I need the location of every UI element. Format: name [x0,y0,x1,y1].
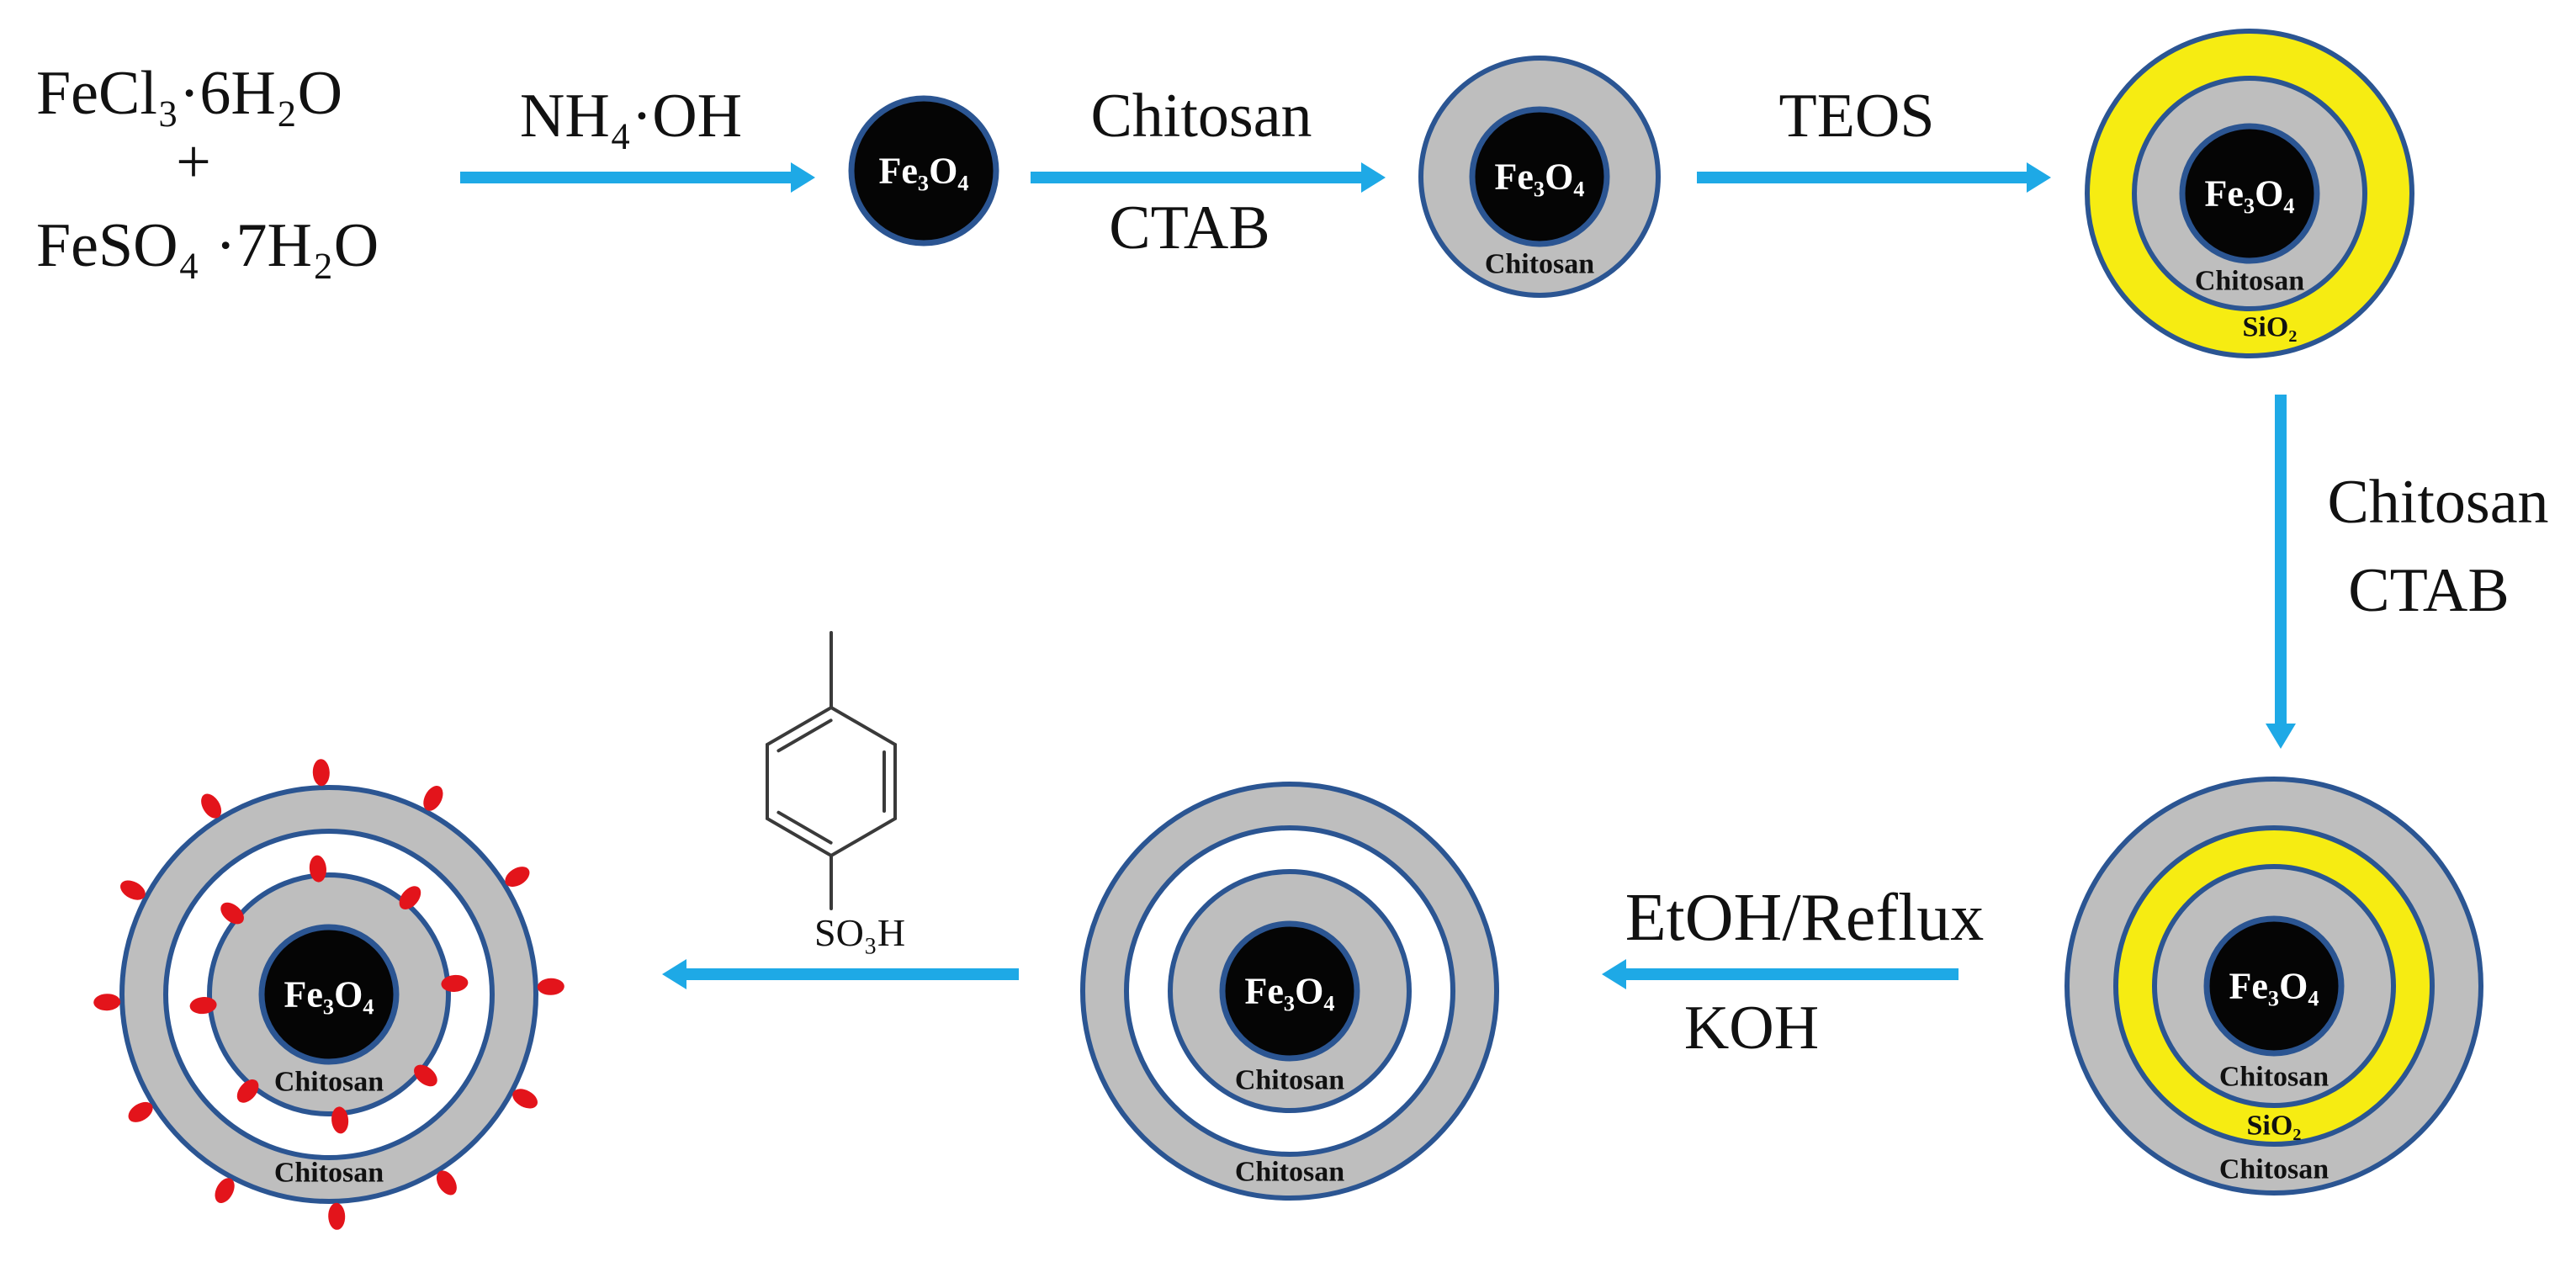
arrow-step-4: Chitosan CTAB [2266,395,2549,749]
particle-fe3o4-chitosan-silica-chitosan: Fe₃O₄ Chitosan SiO₂ Chitosan [2065,777,2483,1196]
fe3o4-core [258,924,400,1065]
arrow-head [791,162,815,193]
step-5-conditions-below: KOH [1684,994,1819,1063]
layer-label-outer-chitosan: Chitosan [2219,1154,2329,1185]
toluenesulfonic-acid-structure: SO₃H [766,631,905,954]
layer-label-outer-chitosan: Chitosan [1235,1157,1344,1188]
plus-sign: + [176,128,211,197]
outer-sulfonic-group-dot [215,1178,235,1203]
step-2-reagent-below: CTAB [1109,194,1269,262]
fe3o4-core [2203,915,2345,1057]
inner-sulfonic-group-dot [220,902,244,925]
core-label: Fe₃O₄ [1494,156,1584,198]
layer-label-chitosan: Chitosan [1485,249,1594,280]
particle-sulfonated: Fe₃O₄ Chitosan Chitosan [93,759,564,1230]
layer-label-silica: SiO₂ [2243,312,2298,343]
arrow-step-5: EtOH/Reflux KOH [1602,881,1984,1063]
double-bond [777,810,833,845]
inner-sulfonic-group-dot [441,974,469,992]
core-label: Fe₃O₄ [2204,173,2294,215]
outer-sulfonic-group-dot [201,793,222,819]
fe3o4-core [1469,106,1610,247]
arrow-step-1: NH₄·OH [460,82,815,193]
reactant-ferrous-sulfate: FeSO₄ ·7H₂O [36,211,379,280]
double-bond [777,718,833,753]
arrow-head [2027,162,2051,193]
fe3o4-core [2179,123,2320,264]
outer-sulfonic-group-dot [128,1101,153,1122]
inner-sulfonic-group-dot [399,886,421,909]
core-label: Fe₃O₄ [1244,971,1334,1012]
sulfonic-groups [93,759,564,1230]
layer-label-inner-chitosan: Chitosan [1235,1065,1344,1096]
particle-fe3o4-chitosan-silica: Fe₃O₄ Chitosan SiO₂ [2085,29,2414,358]
outer-sulfonic-group-dot [328,1202,346,1230]
fe3o4-core [848,95,999,247]
fe3o4-core [1219,920,1360,1062]
sulfonic-acid-label: SO₃H [814,911,905,954]
outer-sulfonic-group-dot [93,994,121,1011]
arrow-head [1602,959,1626,989]
arrow-head [1361,162,1386,193]
inner-sulfonic-group-dot [236,1079,259,1103]
outer-sulfonic-group-dot [512,1089,538,1109]
step-3-reagent: TEOS [1779,82,1935,151]
inner-sulfonic-group-dot [189,997,217,1015]
particle-fe3o4: Fe₃O₄ [848,95,999,247]
particle-fe3o4-chitosan: Fe₃O₄ Chitosan [1418,56,1661,298]
core-label: Fe₃O₄ [2229,966,2319,1007]
outer-sulfonic-group-dot [537,978,564,995]
reactant-ferric-chloride: FeCl₃·6H₂O [36,59,342,128]
arrow-head [2266,724,2296,749]
outer-sulfonic-group-dot [423,786,443,811]
layer-label-silica: SiO₂ [2247,1111,2302,1142]
arrow-step-2: Chitosan CTAB [1031,82,1386,262]
particle-double-chitosan: Fe₃O₄ Chitosan Chitosan [1080,782,1499,1201]
inner-sulfonic-group-dot [309,855,326,883]
arrow-step-3: TEOS [1697,82,2051,193]
step-4-reagent-above: Chitosan [2327,468,2548,537]
outer-sulfonic-group-dot [436,1170,457,1196]
outer-sulfonic-group-dot [312,759,330,787]
step-5-conditions-above: EtOH/Reflux [1625,881,1985,955]
reactants: FeCl₃·6H₂O + FeSO₄ ·7H₂O [36,59,379,280]
layer-label-inner-chitosan: Chitosan [2219,1062,2329,1093]
outer-sulfonic-group-dot [505,867,530,888]
step-2-reagent-above: Chitosan [1090,82,1312,151]
arrow-head [662,959,686,989]
core-label: Fe₃O₄ [878,151,968,192]
inner-sulfonic-group-dot [414,1064,437,1087]
layer-label-inner-chitosan: Chitosan [274,1067,384,1098]
arrow-step-6: SO₃H [662,631,1019,989]
layer-label-outer-chitosan: Chitosan [274,1158,384,1189]
inner-sulfonic-group-dot [331,1106,349,1134]
outer-sulfonic-group-dot [120,880,146,900]
step-1-reagent: NH₄·OH [520,82,742,151]
core-label: Fe₃O₄ [284,974,374,1015]
step-4-reagent-below: CTAB [2348,556,2509,625]
layer-label-chitosan: Chitosan [2195,266,2304,297]
